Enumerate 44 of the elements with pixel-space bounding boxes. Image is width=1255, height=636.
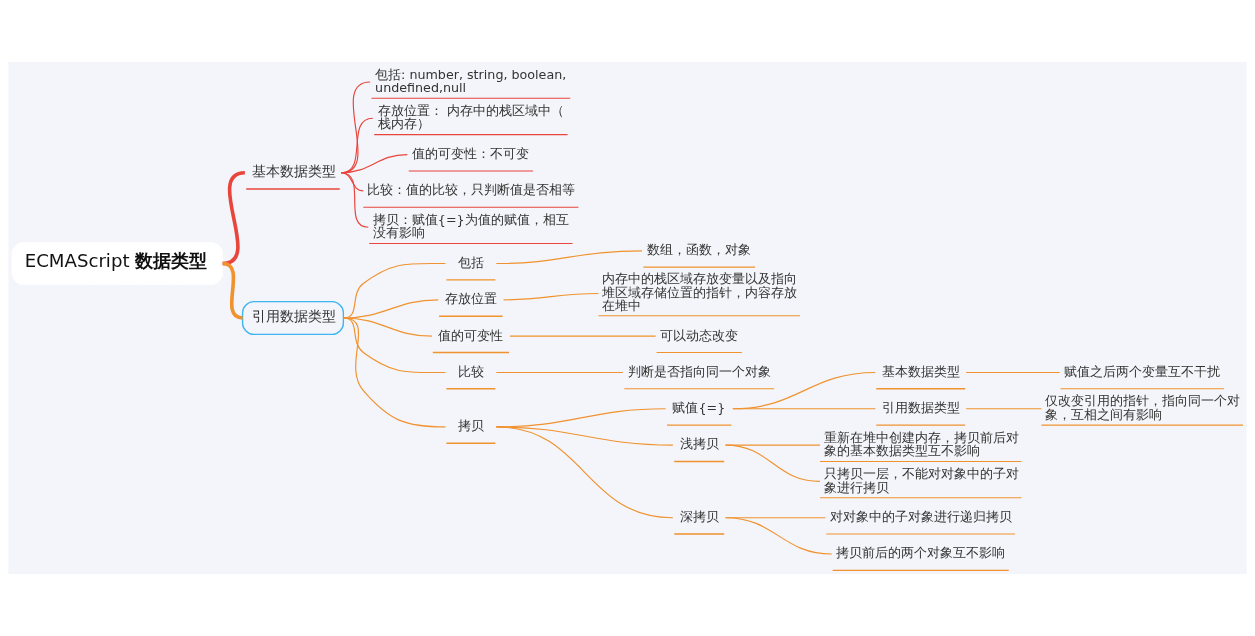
node-text: 包括: number, string, boolean, undefined,null [375,66,567,96]
node-text: 拷贝 [457,418,484,434]
connector [724,444,821,446]
connector [965,371,1061,374]
node-text: 只拷贝一层，不能对对象中的子对象进行拷贝 [823,465,1019,495]
node-text: 基本数据类型 [251,162,336,179]
connector [495,371,624,374]
node-text: 值的可变性 [438,327,504,343]
node-text: 比较：值的比较，只判断值是否相等 [366,182,575,198]
node-text: 存放位置： 内存中的栈区域中（栈内存） [377,102,564,132]
connector [342,317,447,374]
node-text: 基本数据类型 [881,363,960,379]
node-text: 拷贝：赋值{=}为值的赋值，相互没有影响 [372,211,569,241]
connector [724,444,821,482]
connector [342,317,433,337]
node-text: 判断是否指向同一个对象 [627,363,771,379]
connector [509,335,657,337]
node-text: 仅改变引用的指针，指向同一个对象，互相之间有影响 [1045,393,1241,422]
node-text: 深拷贝 [679,509,719,525]
connector [965,408,1043,410]
node-text: 比较 [457,363,484,379]
connector [342,317,447,428]
node-text: 值的可变性：不可变 [412,145,530,161]
node-text: 对对象中的子对象进行递归拷贝 [829,509,1012,525]
connector [503,292,600,301]
node-text: 存放位置 [444,291,497,307]
node-text: 数组，函数，对象 [647,242,752,258]
node-text: 包括 [457,254,484,270]
node-text: 可以动态改变 [660,327,739,343]
node-text: 引用数据类型 [881,400,960,416]
node-text: 浅拷贝 [679,436,719,452]
node-box: 引用数据类型 [241,301,345,335]
connector [340,172,369,228]
connector [495,426,674,519]
node-text: 赋值{=} [672,400,726,416]
node-text: 拷贝前后的两个对象互不影响 [836,545,1006,561]
connector [732,371,876,410]
node-text: 赋值之后两个变量互不干扰 [1064,363,1221,379]
connector [724,517,833,555]
node-text: 内存中的栈区域存放变量以及指向堆区域存储位置的指针，内容存放在堆中 [602,271,798,314]
node-box: ECMAScript 数据类型 [11,242,224,285]
connector [732,408,876,410]
node-text: 重新在堆中创建内存，拷贝前后对象的基本数据类型互不影响 [823,429,1019,459]
connector [495,250,643,265]
